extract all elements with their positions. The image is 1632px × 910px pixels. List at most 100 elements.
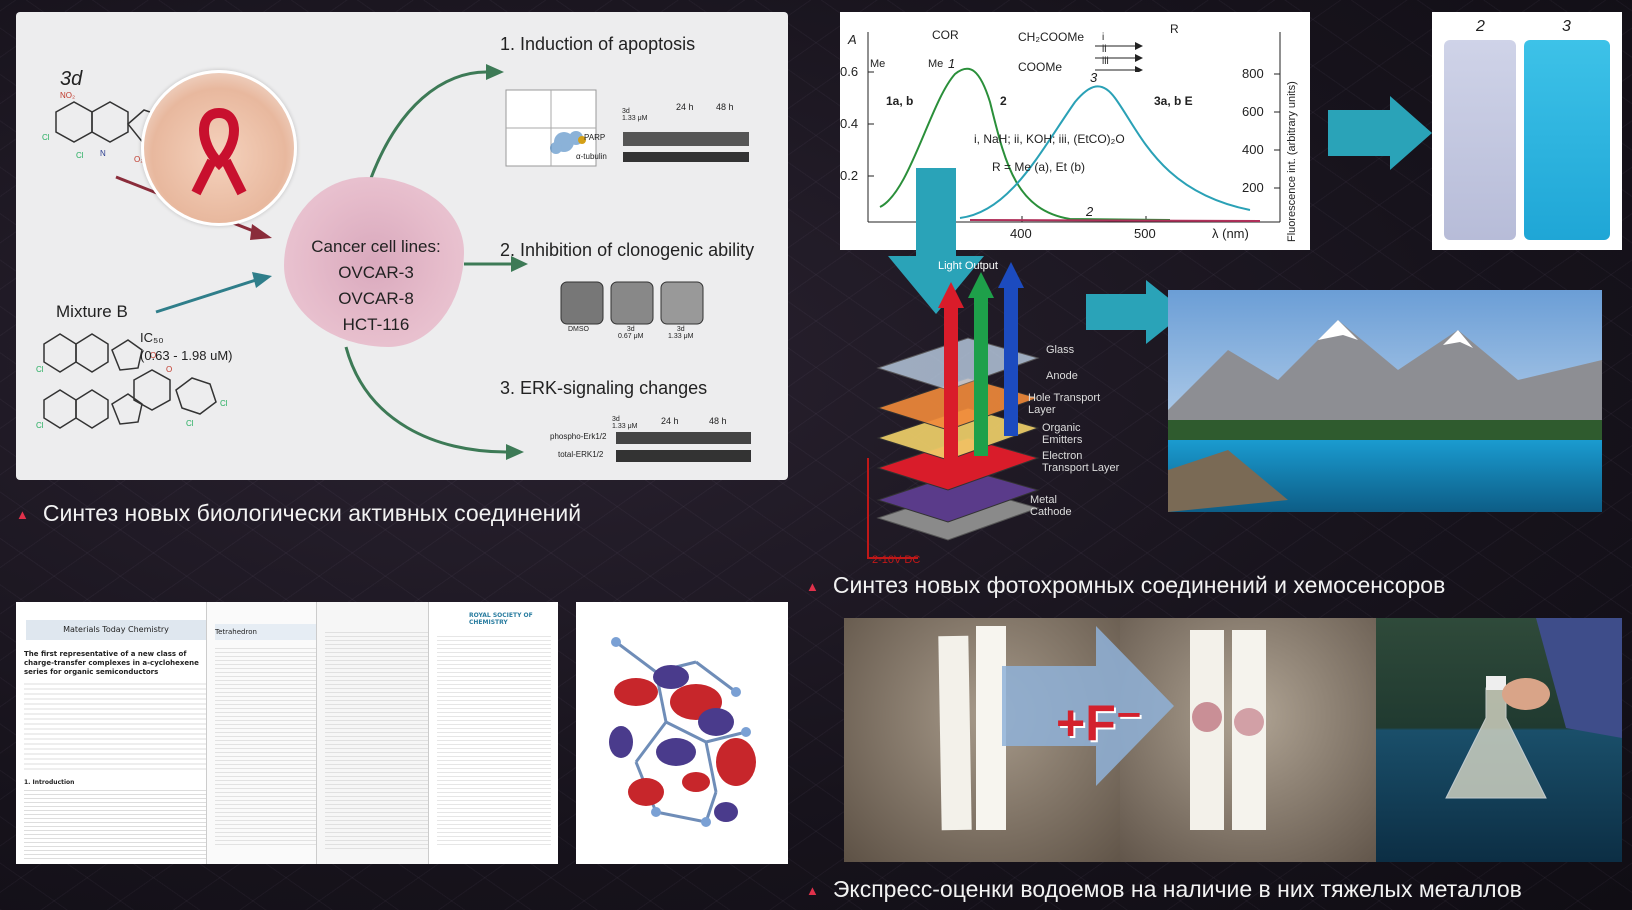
ic50-label: IC₅₀	[140, 330, 164, 345]
dish-label-067: 3d 0.67 μM	[618, 326, 644, 340]
reagent-cor: COR	[932, 28, 959, 42]
svg-text:Cl: Cl	[42, 133, 50, 142]
dish-label-133: 3d 1.33 μM	[668, 326, 694, 340]
sleeve	[1536, 618, 1622, 738]
dish-133	[660, 281, 704, 325]
apoptosis-time-48: 48 h	[716, 102, 734, 112]
vial-label-3: 3	[1562, 18, 1571, 35]
step-iii: iii	[1102, 56, 1109, 67]
curve-label-2: 2	[1086, 204, 1094, 219]
label-emitters: Organic Emitters	[1042, 422, 1083, 446]
caption-water: ▲ Экспресс-оценки водоемов на наличие в н…	[806, 876, 1522, 903]
apoptosis-conc: 3d 1.33 μM	[622, 108, 648, 122]
oled-display-image	[1168, 290, 1602, 512]
svg-text:Cl: Cl	[220, 399, 228, 408]
step-i: i	[1102, 32, 1105, 43]
arrow-to-vials	[1328, 96, 1432, 170]
curve-1-absorption	[879, 67, 1171, 221]
y-left-tick-02: 0.2	[840, 168, 859, 183]
voltage-label: 2-10V DC	[872, 554, 921, 566]
molecular-orbital-render	[576, 602, 788, 864]
caption-water-text: Экспресс-оценки водоемов на наличие в ни…	[832, 876, 1522, 902]
reagent-me-2: Me	[928, 58, 944, 70]
label-etl: Electron Transport Layer	[1042, 450, 1120, 474]
paper-2-journal: Tetrahedron	[215, 624, 319, 640]
mixture-b-structures	[43, 333, 217, 429]
svg-text:O: O	[166, 365, 172, 374]
red-ribbon-icon	[191, 107, 247, 196]
blot-row-total-erk: total-ERK1/2	[558, 450, 604, 459]
x-axis-label: λ (nm)	[1212, 226, 1249, 241]
curve-label-1: 1	[948, 56, 956, 71]
arrow-to-display	[1086, 280, 1186, 344]
erk-conc: 3d 1.33 μM	[612, 416, 638, 430]
y-right-tick-400: 400	[1242, 142, 1264, 157]
fluorescence-vials-photo: 2 3	[1432, 12, 1622, 250]
svg-text:N: N	[100, 149, 106, 158]
dish-dmso	[560, 281, 604, 325]
cell-lines-title: Cancer cell lines:	[311, 237, 441, 256]
vial-2	[1444, 40, 1516, 240]
vial-label-2: 2	[1476, 18, 1485, 35]
x-tick-500: 500	[1134, 226, 1156, 241]
light-green-beam	[974, 296, 988, 456]
paper-1-journal: Materials Today Chemistry	[26, 620, 206, 640]
hand	[1502, 678, 1550, 710]
outcome-erk: 3. ERK-signaling changes	[500, 378, 708, 398]
paper-3	[316, 602, 437, 864]
svg-text:Cl: Cl	[36, 421, 44, 430]
fluoride-arrow	[1002, 626, 1174, 786]
vial-3	[1524, 40, 1610, 240]
strip-c-spot	[1192, 702, 1222, 732]
apoptosis-time-24: 24 h	[676, 102, 694, 112]
caption-photo-text: Синтез новых фотохромных соединений и хе…	[832, 572, 1446, 598]
blot-row-tubulin: α-tubulin	[576, 152, 607, 161]
publications-collage: Materials Today Chemistry The first repr…	[16, 602, 558, 864]
tubulin-band	[623, 152, 749, 162]
y-right-tick-800: 800	[1242, 66, 1264, 81]
curve-3-fluorescence	[959, 85, 1251, 219]
y-right-label: Fluorescence int. (arbitrary units)	[1286, 81, 1298, 242]
total-erk-band	[616, 450, 751, 462]
light-blue-beam	[1004, 286, 1018, 436]
paper-4: ROYAL SOCIETY OF CHEMISTRY	[428, 602, 558, 864]
arrow-to-oled	[888, 168, 984, 314]
paper-2: Tetrahedron	[206, 602, 327, 864]
strip-a	[938, 635, 972, 831]
step-ii: ii	[1102, 44, 1107, 55]
x-tick-400: 400	[1010, 226, 1032, 241]
compound-3ab: 3a, b E	[1154, 94, 1193, 108]
fluoride-label: +F⁻	[1056, 695, 1143, 751]
paper-4-journal: ROYAL SOCIETY OF CHEMISTRY	[469, 612, 533, 626]
blot-row-phospho-erk: phospho-Erk1/2	[550, 432, 607, 441]
flask-scene	[1445, 618, 1622, 799]
svg-text:Cl: Cl	[36, 365, 44, 374]
blot-row-parp: PARP	[584, 133, 606, 142]
oled-layers	[867, 262, 1040, 559]
arrow-mixture-to-cells	[155, 278, 257, 314]
bullet-triangle-icon: ▲	[806, 579, 819, 595]
erk-time-48: 48 h	[709, 416, 727, 426]
caption-bio: ▲Синтез новых биологически активных соед…	[16, 500, 581, 527]
caption-photo: ▲ Синтез новых фотохромных соединений и х…	[806, 572, 1445, 599]
phospho-erk-band	[616, 432, 751, 444]
light-output-label: Light Output	[938, 260, 998, 272]
outcome-apoptosis: 1. Induction of apoptosis	[500, 34, 696, 54]
cell-line-3: HCT-116	[342, 315, 410, 334]
arrow-to-erk	[344, 346, 507, 454]
cancer-cell-lines: Cancer cell lines: OVCAR-3 OVCAR-8 HCT-1…	[286, 234, 466, 338]
orbital-svg	[609, 637, 756, 827]
svg-text:NO₂: NO₂	[60, 91, 75, 100]
bullet-triangle-icon: ▲	[806, 883, 819, 899]
label-htl: Hole Transport Layer	[1028, 392, 1101, 416]
y-right-tick-600: 600	[1242, 104, 1264, 119]
oled-structure-diagram: Light Output Glass Anode Hole Transport …	[858, 258, 1134, 570]
label-anode: Anode	[1046, 370, 1078, 382]
cancer-cell-shape	[284, 177, 464, 347]
cell-line-2: OVCAR-8	[338, 289, 414, 308]
reagent-ch2coome: CH₂COOMe	[1018, 30, 1084, 44]
arrow-to-apoptosis	[364, 70, 487, 193]
reaction-arrows	[1095, 42, 1143, 72]
